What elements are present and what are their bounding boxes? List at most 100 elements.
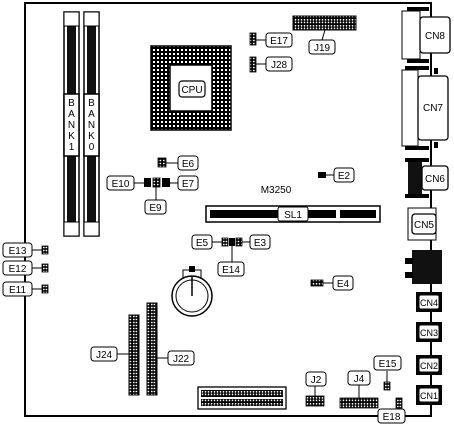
bank-1-letter: K — [68, 131, 75, 142]
e2-callout — [333, 167, 355, 183]
e15-label: E15 — [379, 359, 397, 370]
e14-label: E14 — [222, 265, 240, 276]
j2-callout — [305, 371, 327, 387]
e17-callout — [265, 32, 293, 48]
e4-jumper — [310, 279, 324, 287]
e9-callout — [144, 199, 167, 215]
e5-jumper — [221, 237, 229, 247]
cn6-connector: CN6 — [405, 158, 449, 198]
cn6-label: CN6 — [425, 174, 445, 185]
cn8-connector: CN8 — [401, 7, 451, 63]
e9-label: E9 — [149, 203, 162, 214]
bank-0-letter: A — [88, 109, 95, 120]
e12-label: E12 — [9, 264, 27, 275]
e5-callout — [191, 234, 213, 250]
e10-callout — [106, 175, 135, 191]
simm-bank-1: B A N K 1 — [63, 11, 80, 237]
e4-label: E4 — [337, 279, 350, 290]
e13-callout — [2, 242, 33, 258]
bank-1-letter: 1 — [69, 142, 75, 153]
e6-callout — [177, 155, 199, 171]
e7-jumper — [162, 178, 170, 187]
j4-header — [339, 397, 379, 409]
j2-label: J2 — [311, 375, 322, 386]
cn7-connector: CN7 — [401, 66, 449, 150]
sl1-label: SL1 — [284, 210, 302, 221]
e11-jumper — [41, 284, 49, 294]
e15-jumper — [383, 381, 391, 391]
e4-callout — [332, 275, 354, 291]
e2-label: E2 — [338, 171, 351, 182]
bank-1-letter: B — [68, 98, 75, 109]
e9-jumper — [152, 177, 161, 188]
j24-label: J24 — [96, 350, 113, 361]
e10-jumper — [144, 178, 151, 187]
e12-callout — [2, 260, 33, 276]
j24-callout — [90, 346, 118, 362]
bank-1-letter: N — [68, 120, 75, 131]
e11-callout — [2, 281, 33, 297]
cpu-label: CPU — [181, 85, 202, 96]
bank-0-letter: B — [88, 98, 95, 109]
e13-jumper — [41, 245, 49, 255]
e3-callout — [249, 234, 271, 250]
cn3-connector: CN3 — [416, 322, 442, 342]
e5-label: E5 — [196, 238, 209, 249]
j19-label: J19 — [314, 43, 331, 54]
j22-label: J22 — [173, 354, 190, 365]
bank-1-letter: A — [68, 109, 75, 120]
e2-jumper — [318, 172, 326, 178]
j19-header — [292, 15, 357, 31]
j4-callout — [347, 370, 371, 386]
e18-label: E18 — [383, 412, 401, 423]
cn3-label: CN3 — [420, 328, 438, 338]
e14-jumper — [229, 238, 235, 246]
bank-0-letter: N — [88, 120, 95, 131]
cn1-label: CN1 — [420, 391, 438, 401]
battery — [171, 266, 213, 317]
cn5-connector: CN5 — [407, 207, 437, 241]
e18-callout — [377, 408, 406, 424]
e7-callout — [177, 175, 199, 191]
j24-header — [128, 314, 140, 396]
e10-label: E10 — [112, 179, 130, 190]
j22-header — [146, 302, 158, 396]
cn1-connector: CN1 — [416, 385, 442, 405]
cn7-label: CN7 — [423, 103, 443, 114]
cn8-label: CN8 — [425, 31, 445, 42]
e11-label: E11 — [9, 285, 26, 296]
e6-jumper — [157, 157, 167, 168]
cn4-connector: CN4 — [416, 292, 442, 312]
e17-label: E17 — [270, 36, 288, 47]
j28-header — [249, 56, 257, 73]
bank-0-letter: 0 — [89, 142, 95, 153]
cn2-connector: CN2 — [416, 355, 442, 375]
e18-jumper — [395, 397, 403, 409]
e3-label: E3 — [254, 238, 267, 249]
simm-bank-0: B A N K 0 — [83, 11, 100, 237]
e13-label: E13 — [9, 246, 27, 257]
j2-header — [305, 395, 325, 407]
audio-connector — [405, 250, 442, 284]
sl1-slot: SL1 — [205, 205, 381, 223]
e15-callout — [373, 355, 402, 371]
e6-label: E6 — [182, 159, 195, 170]
bank-0-letter: K — [88, 131, 95, 142]
j4-label: J4 — [354, 374, 365, 385]
j28-callout — [265, 56, 293, 72]
cn2-label: CN2 — [420, 361, 438, 371]
e12-jumper — [41, 263, 49, 273]
cn4-label: CN4 — [420, 298, 438, 308]
cn5-label: CN5 — [414, 220, 434, 231]
j22-callout — [167, 350, 195, 366]
cpu-socket: CPU — [150, 45, 232, 131]
e3-jumper — [235, 237, 243, 247]
j28-label: J28 — [271, 60, 288, 71]
j19-callout — [308, 39, 336, 55]
e7-label: E7 — [182, 179, 195, 190]
e14-callout — [217, 261, 245, 277]
e17-jumper — [249, 32, 257, 46]
board-model-label: M3250 — [261, 185, 292, 196]
power-connector — [197, 386, 287, 410]
